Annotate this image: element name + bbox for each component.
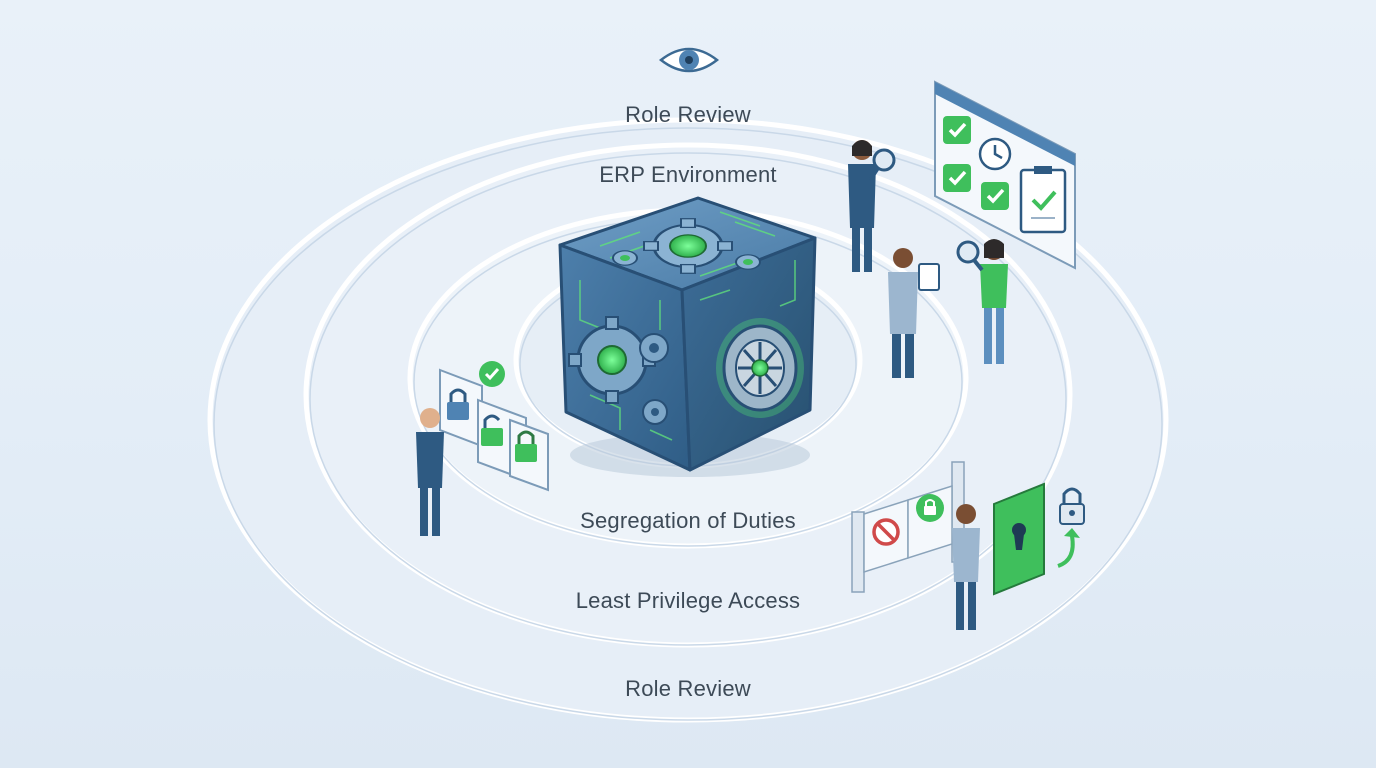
padlock-icon bbox=[1059, 487, 1085, 525]
padlock-icon bbox=[515, 430, 537, 462]
keyhole-door bbox=[993, 482, 1085, 596]
magnifier-icon bbox=[868, 148, 896, 182]
padlock-icon bbox=[481, 414, 503, 446]
segregation-of-duties-label: Segregation of Duties bbox=[580, 508, 796, 533]
checkmark-icon bbox=[479, 361, 505, 387]
person-access-admin bbox=[952, 504, 980, 630]
keyhole-icon bbox=[1012, 523, 1026, 550]
bottom-role-review-label: Role Review bbox=[625, 676, 751, 701]
top-role-review-label: Role Review bbox=[625, 102, 751, 127]
magnifier-icon bbox=[956, 240, 984, 272]
sod-lock-panels bbox=[439, 361, 549, 492]
erp-cube bbox=[558, 196, 817, 477]
gear-icon bbox=[639, 333, 669, 363]
clock-icon bbox=[978, 137, 1012, 171]
gear-icon bbox=[735, 254, 761, 270]
person-reviewer bbox=[888, 248, 940, 378]
checkmark-icon bbox=[981, 182, 1009, 210]
gear-icon bbox=[612, 250, 638, 266]
checkmark-icon bbox=[943, 164, 971, 192]
eye-icon bbox=[658, 47, 720, 73]
padlock-icon bbox=[916, 494, 944, 522]
person-analyst bbox=[956, 239, 1008, 364]
vault-dial-icon bbox=[716, 318, 804, 418]
review-dashboard-panel bbox=[934, 80, 1076, 270]
padlock-icon bbox=[447, 388, 469, 420]
checkmark-icon bbox=[943, 116, 971, 144]
person-sod-officer bbox=[416, 408, 444, 536]
no-entry-icon bbox=[872, 518, 900, 546]
person-auditor bbox=[848, 140, 896, 272]
least-privilege-access-label: Least Privilege Access bbox=[575, 588, 801, 613]
clipboard-icon bbox=[1019, 166, 1067, 234]
gear-icon bbox=[642, 399, 668, 425]
erp-environment-label: ERP Environment bbox=[599, 162, 777, 187]
gear-icon bbox=[643, 218, 733, 274]
